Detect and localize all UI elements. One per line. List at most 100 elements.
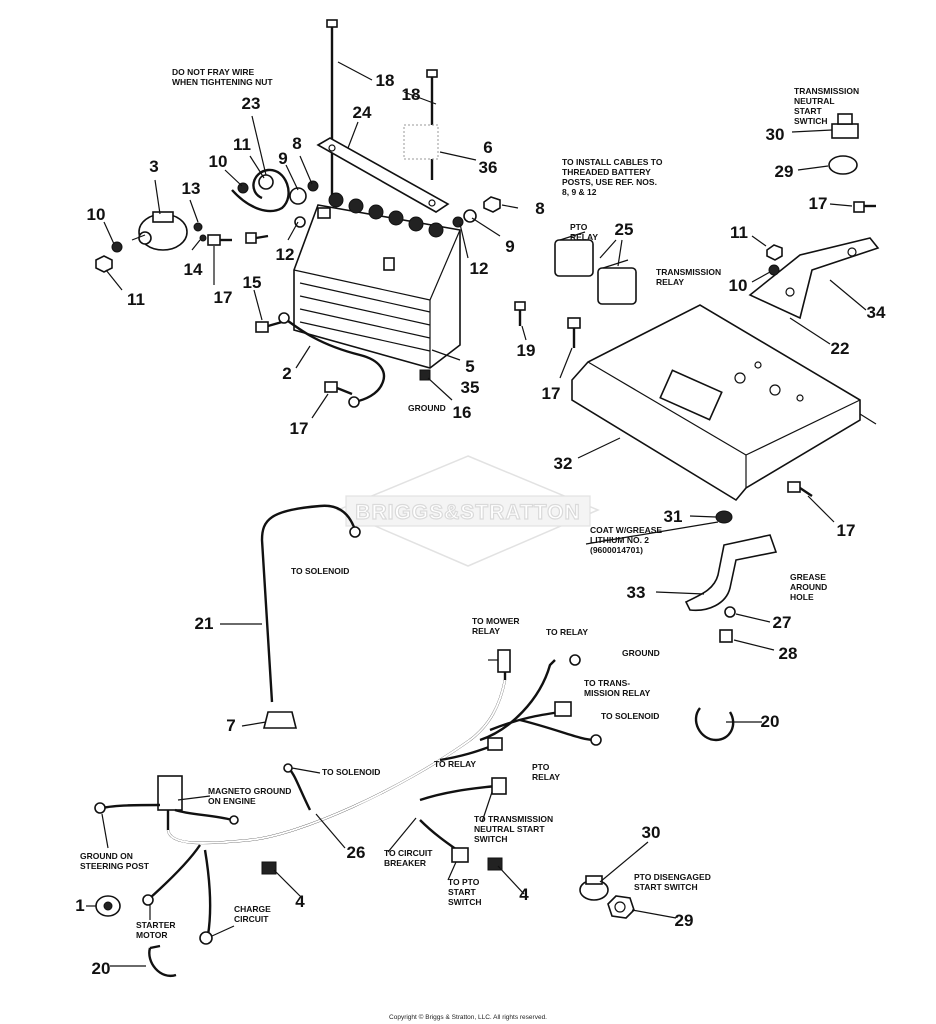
callout-5: 5 (465, 357, 474, 376)
bracket-33 (684, 534, 778, 643)
callout-27: 27 (773, 613, 792, 632)
grommet-1 (95, 895, 121, 917)
annotation-line: STEERING POST (80, 861, 150, 871)
annotation-line: BREAKER (384, 858, 426, 868)
annotation-label: TO RELAY (546, 627, 588, 637)
callout-14: 14 (184, 260, 203, 279)
callout-23: 23 (242, 94, 261, 113)
annotation-label: TO TRANS-MISSION RELAY (584, 678, 651, 698)
annotation-line: TO RELAY (546, 627, 588, 637)
leader-lines (86, 61, 867, 967)
annotation-line: THREADED BATTERY (562, 167, 651, 177)
callout-29: 29 (675, 911, 694, 930)
callout-1: 1 (75, 896, 84, 915)
callout-6: 6 (483, 138, 492, 157)
callout-13: 13 (182, 179, 201, 198)
annotation-line: TO PTO (448, 877, 480, 887)
battery-5 (293, 192, 461, 369)
annotation-line: CHARGE (234, 904, 271, 914)
solenoid-3 (131, 211, 188, 251)
annotation-line: TO SOLENOID (291, 566, 349, 576)
decal-6 (403, 124, 439, 160)
annotation-line: NEUTRAL START (474, 824, 545, 834)
annotation-label: TO RELAY (434, 759, 476, 769)
callout-20: 20 (92, 959, 111, 978)
callout-12: 12 (470, 259, 489, 278)
annotation-line: RELAY (570, 232, 598, 242)
callout-33: 33 (627, 583, 646, 602)
annotation-line: LITHIUM NO. 2 (590, 535, 649, 545)
callout-32: 32 (554, 454, 573, 473)
annotation-line: PTO (532, 762, 550, 772)
callout-26: 26 (347, 843, 366, 862)
annotation-line: TO TRANS- (584, 678, 630, 688)
callout-11: 11 (730, 223, 748, 242)
annotation-line: START SWITCH (634, 882, 698, 892)
annotation-line: TRANSMISSION (794, 86, 859, 96)
callout-8: 8 (535, 199, 544, 218)
annotation-line: MISSION RELAY (584, 688, 651, 698)
switch-30-top (828, 113, 876, 213)
mounting-plate-32 (571, 304, 877, 502)
annotation-line: SWITCH (474, 834, 508, 844)
hold-down-bar-24 (316, 137, 450, 213)
annotation-line: TO SOLENOID (322, 767, 380, 777)
small-hardware (95, 180, 501, 396)
annotation-label: TO SOLENOID (291, 566, 349, 576)
callout-15: 15 (243, 273, 262, 292)
annotation-line: RELAY (532, 772, 560, 782)
annotation-line: AROUND (790, 582, 827, 592)
callout-18: 18 (402, 85, 421, 104)
callout-8: 8 (292, 134, 301, 153)
annotation-line: RELAY (472, 626, 500, 636)
callout-16: 16 (453, 403, 472, 422)
callout-28: 28 (779, 644, 798, 663)
callout-10: 10 (209, 152, 228, 171)
annotation-line: START (448, 887, 477, 897)
callout-22: 22 (831, 339, 850, 358)
annotation-line: TO INSTALL CABLES TO (562, 157, 663, 167)
callout-10: 10 (87, 205, 106, 224)
callout-11: 11 (233, 135, 251, 154)
callout-9: 9 (505, 237, 514, 256)
annotation-line: GROUND (622, 648, 660, 658)
callout-7: 7 (226, 716, 235, 735)
cable-23 (231, 168, 290, 213)
annotation-line: CIRCUIT (234, 914, 269, 924)
annotation-line: SWITCH (448, 897, 482, 907)
callout-30: 30 (642, 823, 661, 842)
callout-20: 20 (761, 712, 780, 731)
annotation-line: GREASE (790, 572, 826, 582)
watermark-logo: BRIGGS&STRATTON (336, 455, 600, 567)
callout-4: 4 (519, 885, 529, 904)
callout-30: 30 (766, 125, 785, 144)
callout-3: 3 (149, 157, 158, 176)
callout-36: 36 (479, 158, 498, 177)
callout-17: 17 (214, 288, 233, 307)
wiring-harness-26 (94, 649, 602, 945)
annotation-line: 8, 9 & 12 (562, 187, 597, 197)
callout-17: 17 (542, 384, 561, 403)
callout-19: 19 (517, 341, 536, 360)
annotation-line: TO TRANSMISSION (474, 814, 553, 824)
callout-17: 17 (837, 521, 856, 540)
battery-cable-2 (278, 312, 386, 408)
annotation-line: TRANSMISSION (656, 267, 721, 277)
annotation-label: TO SOLENOID (322, 767, 380, 777)
callout-25: 25 (615, 220, 634, 239)
switch-30-bottom (579, 875, 635, 919)
callout-29: 29 (775, 162, 794, 181)
annotation-line: WHEN TIGHTENING NUT (172, 77, 273, 87)
